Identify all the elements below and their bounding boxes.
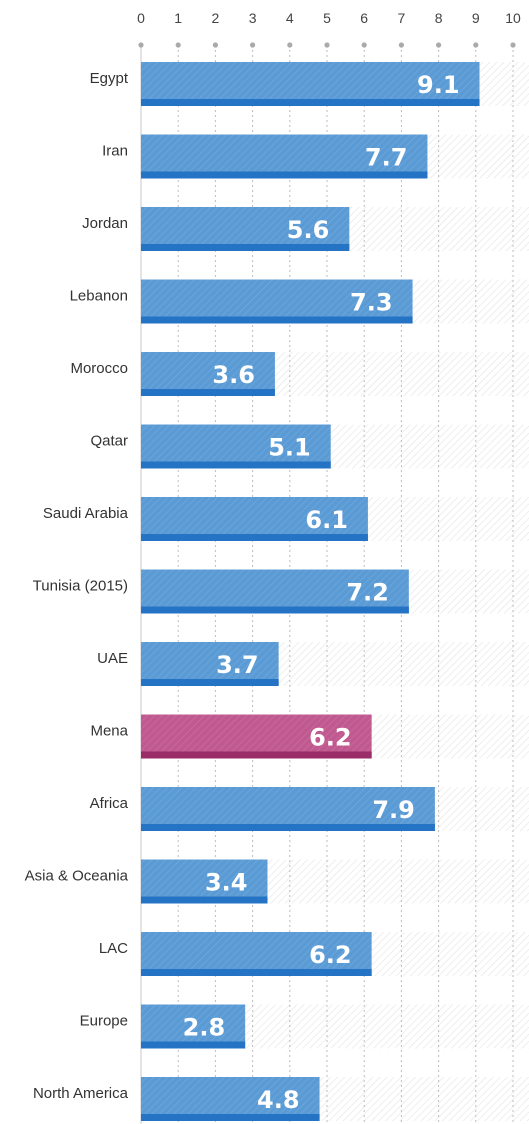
- category-label: North America: [33, 1085, 129, 1102]
- category-label: Europe: [80, 1013, 128, 1030]
- bar-value-label: 3.6: [212, 361, 255, 389]
- bar-baseline-stripe: [141, 389, 275, 396]
- tick-dot: [324, 42, 330, 48]
- tick-dot: [287, 42, 293, 48]
- bar-texture: [141, 1004, 246, 1049]
- bar-texture: [141, 279, 413, 324]
- bar-texture: [141, 134, 428, 179]
- bar-value-label: 7.3: [350, 289, 393, 317]
- bar-baseline-stripe: [141, 1041, 246, 1049]
- tick-dot: [212, 42, 218, 48]
- bar-baseline-stripe: [141, 606, 409, 614]
- tick-dot: [175, 42, 181, 48]
- bar-texture: [141, 859, 268, 904]
- x-tick-label: 10: [505, 10, 521, 26]
- bar-texture: [141, 207, 350, 251]
- category-label: Qatar: [90, 433, 128, 450]
- bar-texture: [141, 424, 331, 469]
- category-labels: EgyptIranJordanLebanonMoroccoQatarSaudi …: [25, 70, 129, 1102]
- bar-value-label: 3.4: [205, 869, 248, 897]
- x-tick-label: 4: [286, 10, 294, 26]
- bar-baseline-stripe: [141, 896, 268, 904]
- tick-dot: [138, 42, 144, 48]
- x-axis-ticks: 0 1 2 3 4 5 6 7 8 9 10: [137, 10, 521, 48]
- tick-dot: [436, 42, 442, 48]
- category-label: Iran: [102, 143, 128, 160]
- bar-value-label: 7.9: [372, 796, 415, 824]
- bar-texture: [141, 642, 279, 686]
- bar-texture: [141, 352, 275, 396]
- category-label: Lebanon: [70, 288, 128, 305]
- bar-texture: [141, 714, 372, 759]
- category-label: LAC: [99, 940, 128, 957]
- category-label: Morocco: [70, 360, 128, 377]
- tick-dot: [473, 42, 479, 48]
- bar-texture: [141, 787, 435, 831]
- bar-baseline-stripe: [141, 461, 331, 469]
- bar-value-label: 2.8: [183, 1014, 226, 1042]
- bar-value-label: 6.1: [305, 506, 348, 534]
- bar-texture: [141, 1077, 320, 1121]
- category-label: Tunisia (2015): [33, 578, 128, 595]
- tick-dot: [510, 42, 516, 48]
- category-label: Mena: [90, 723, 128, 740]
- bar-value-label: 3.7: [216, 651, 259, 679]
- bar-baseline-stripe: [141, 534, 368, 541]
- bar-baseline-stripe: [141, 969, 372, 976]
- category-label: UAE: [97, 650, 128, 667]
- bar-value-label: 6.2: [309, 941, 352, 969]
- bar-value-label: 9.1: [417, 71, 460, 99]
- category-label: Saudi Arabia: [43, 505, 129, 522]
- category-label: Africa: [90, 795, 129, 812]
- tick-dot: [250, 42, 256, 48]
- category-label: Jordan: [82, 215, 128, 232]
- bar-value-label: 4.8: [257, 1086, 300, 1114]
- x-tick-label: 5: [323, 10, 331, 26]
- bar-baseline-stripe: [141, 244, 350, 251]
- bar-value-label: 6.2: [309, 724, 352, 752]
- x-tick-label: 8: [435, 10, 443, 26]
- bar-value-label: 5.6: [287, 216, 330, 244]
- bar-texture: [141, 62, 480, 106]
- bar-texture: [141, 932, 372, 976]
- tick-dot: [361, 42, 367, 48]
- x-tick-label: 9: [472, 10, 480, 26]
- bar-texture: [141, 497, 368, 541]
- bar-baseline-stripe: [141, 679, 279, 686]
- x-tick-label: 6: [360, 10, 368, 26]
- bar-value-label: 7.2: [346, 579, 389, 607]
- category-label: Egypt: [90, 70, 129, 87]
- x-tick-label: 2: [212, 10, 220, 26]
- bar-texture: [141, 569, 409, 614]
- bar-value-label: 5.1: [268, 434, 311, 462]
- bars-group: 9.1 7.7 5.6 7.3 3.6 5.1 6.1 7.2 3.7 6.2 7.9 3.4 6.2 2…: [141, 62, 480, 1121]
- bar-baseline-stripe: [141, 99, 480, 106]
- x-tick-label: 7: [398, 10, 406, 26]
- bar-baseline-stripe: [141, 1114, 320, 1121]
- category-label: Asia & Oceania: [25, 868, 129, 885]
- x-tick-label: 1: [174, 10, 182, 26]
- x-tick-label: 3: [249, 10, 257, 26]
- x-tick-label: 0: [137, 10, 145, 26]
- bar-baseline-stripe: [141, 751, 372, 759]
- bar-baseline-stripe: [141, 171, 428, 179]
- tick-dot: [398, 42, 404, 48]
- bar-baseline-stripe: [141, 824, 435, 831]
- bar-value-label: 7.7: [365, 144, 408, 172]
- bar-baseline-stripe: [141, 316, 413, 324]
